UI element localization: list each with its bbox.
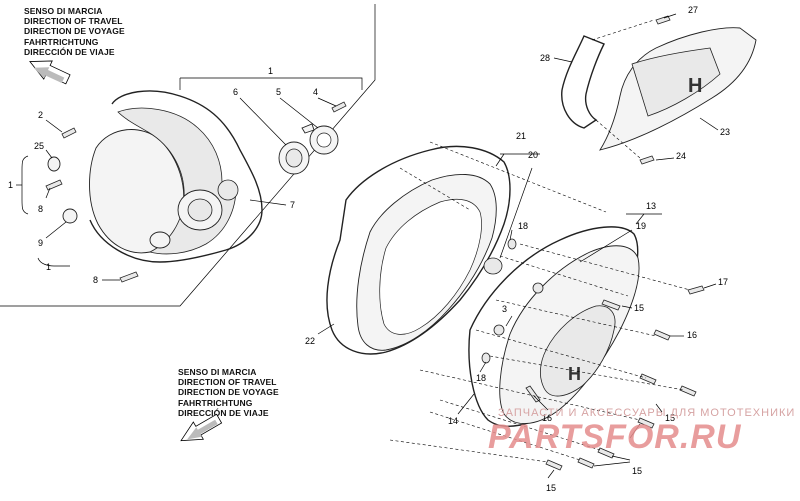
callout-18-top: 18: [518, 221, 528, 231]
callout-25: 25: [34, 141, 44, 151]
ignition-cover-gasket: [317, 145, 540, 355]
svg-text:H: H: [568, 364, 581, 384]
callout-1-bottom: 1: [46, 262, 51, 272]
inset-frame: [0, 4, 376, 307]
inset-leaders: [16, 77, 363, 281]
cover-guard: H: [553, 13, 757, 165]
callout-8-left: 8: [38, 204, 43, 214]
callout-28: 28: [540, 53, 550, 63]
direction-arrow-icon: [29, 60, 71, 85]
callout-3: 3: [502, 304, 507, 314]
callout-15-b: 15: [665, 413, 675, 423]
callout-18-bottom: 18: [476, 373, 486, 383]
callout-17: 17: [718, 277, 728, 287]
direction-of-travel-label-top: SENSO DI MARCIA DIRECTION OF TRAVEL DIRE…: [24, 6, 125, 57]
callout-1-top: 1: [268, 66, 273, 76]
callout-8-bottom: 8: [93, 275, 98, 285]
callout-24: 24: [676, 151, 686, 161]
callout-14: 14: [448, 416, 458, 426]
callout-19: 19: [636, 221, 646, 231]
callout-6: 6: [233, 87, 238, 97]
watermark-logo: PARTSFOR.RU: [488, 418, 742, 456]
callout-15-c: 15: [632, 466, 642, 476]
callout-1-left: 1: [8, 180, 13, 190]
callout-9: 9: [38, 238, 43, 248]
callout-20: 20: [528, 150, 538, 160]
ignition-cover: H: [457, 213, 717, 479]
callout-7: 7: [290, 200, 295, 210]
direction-arrow-icon: [180, 413, 223, 442]
callout-5: 5: [276, 87, 281, 97]
callout-16-b: 16: [542, 413, 552, 423]
callout-15-a: 15: [634, 303, 644, 313]
callout-labels: 1 1 1 2 25 8 9 8 6 5 4 7 27 28 23 24 21 …: [8, 5, 730, 493]
callout-21: 21: [516, 131, 526, 141]
clutch-cover-inset: [45, 90, 347, 283]
callout-15-d: 15: [546, 483, 556, 493]
callout-23: 23: [720, 127, 730, 137]
svg-text:H: H: [688, 75, 702, 97]
callout-22: 22: [305, 336, 315, 346]
direction-of-travel-label-bottom: SENSO DI MARCIA DIRECTION OF TRAVEL DIRE…: [178, 367, 279, 418]
callout-4: 4: [313, 87, 318, 97]
callout-27: 27: [688, 5, 698, 15]
callout-13: 13: [646, 201, 656, 211]
alignment-lines: [389, 141, 691, 463]
callout-16-a: 16: [687, 330, 697, 340]
callout-2: 2: [38, 110, 43, 120]
watermark-tagline: ЗАПЧАСТИ И АКСЕССУАРЫ ДЛЯ МОТОТЕХНИКИ: [498, 407, 796, 419]
cover-bolts: [525, 285, 705, 471]
